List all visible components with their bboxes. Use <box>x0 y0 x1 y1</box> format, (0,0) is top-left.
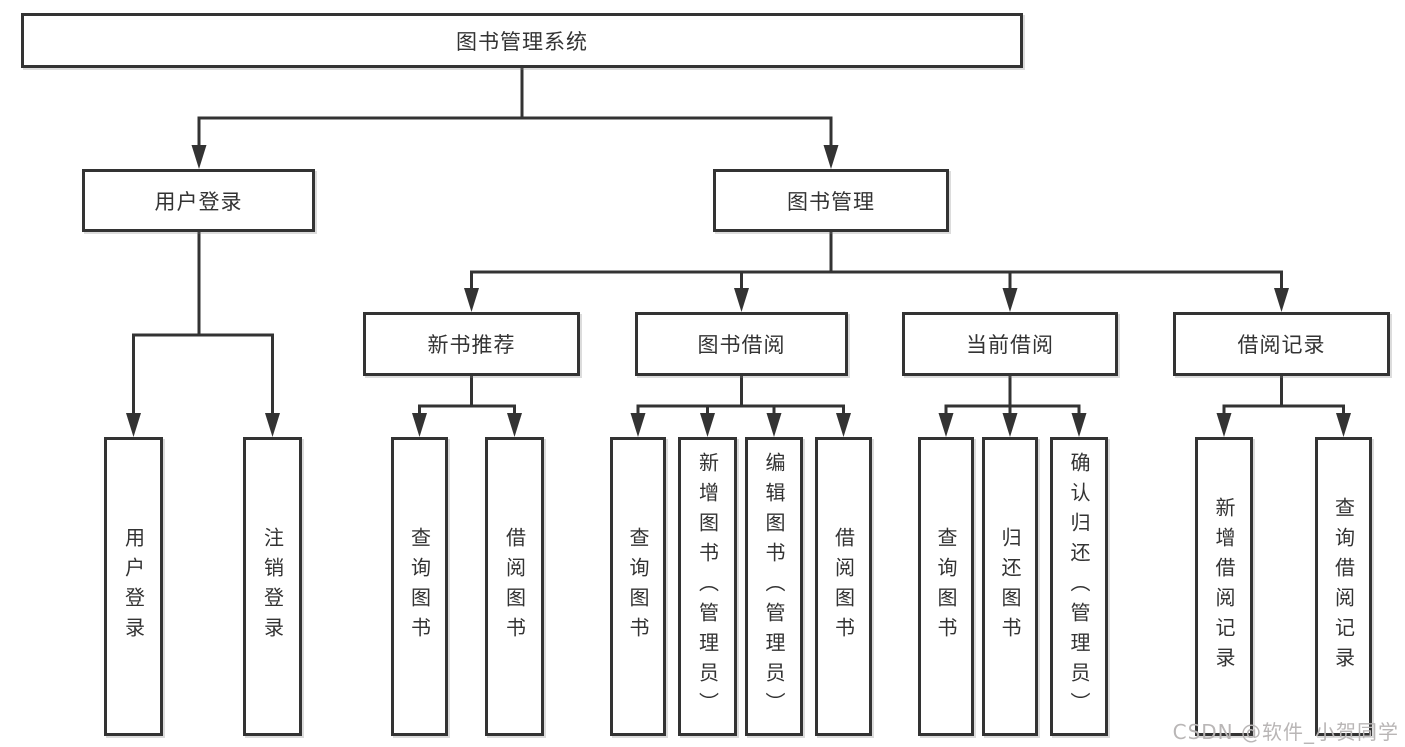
node-new-book-recommend: 新书推荐 <box>363 312 580 376</box>
leaf-query-books-current: 查询图书 <box>918 437 974 736</box>
node-root: 图书管理系统 <box>21 13 1023 68</box>
node-book-management-label: 图书管理 <box>787 189 875 214</box>
leaf-query-books-borrow-label: 查询图书 <box>626 526 650 647</box>
leaf-logout: 注销登录 <box>243 437 302 736</box>
watermark: CSDN @软件_小贺同学 <box>1172 720 1399 744</box>
leaf-add-borrow-record: 新增借阅记录 <box>1195 437 1253 736</box>
leaf-confirm-return-admin: 确认归还（管理员） <box>1050 437 1108 736</box>
leaf-query-books-borrow: 查询图书 <box>610 437 666 736</box>
leaf-edit-book-admin: 编辑图书（管理员） <box>745 437 803 736</box>
arrowheads <box>126 145 1351 437</box>
leaf-return-book-label: 归还图书 <box>998 526 1022 647</box>
leaf-query-borrow-record-label: 查询借阅记录 <box>1331 496 1356 677</box>
leaf-query-books-current-label: 查询图书 <box>934 526 958 647</box>
leaf-borrow-books-recommend-label: 借阅图书 <box>502 526 527 647</box>
node-book-management: 图书管理 <box>713 169 949 232</box>
leaf-user-login: 用户登录 <box>104 437 163 736</box>
node-book-borrow: 图书借阅 <box>635 312 848 376</box>
node-user-login: 用户登录 <box>82 169 315 232</box>
leaf-add-book-admin-label: 新增图书（管理员） <box>695 451 720 722</box>
leaf-add-borrow-record-label: 新增借阅记录 <box>1212 496 1236 677</box>
node-root-label: 图书管理系统 <box>456 29 588 54</box>
leaf-borrow-books-borrow-label: 借阅图书 <box>831 526 856 647</box>
leaf-user-login-label: 用户登录 <box>121 526 146 647</box>
node-new-book-recommend-label: 新书推荐 <box>427 333 516 357</box>
leaf-add-book-admin: 新增图书（管理员） <box>678 437 737 736</box>
node-borrow-records: 借阅记录 <box>1173 312 1390 376</box>
node-current-borrow-label: 当前借阅 <box>966 333 1054 357</box>
leaf-confirm-return-admin-label: 确认归还（管理员） <box>1067 451 1091 722</box>
tree-edges <box>132 65 1345 415</box>
leaf-borrow-books-borrow: 借阅图书 <box>815 437 872 736</box>
node-current-borrow: 当前借阅 <box>902 312 1118 376</box>
leaf-logout-label: 注销登录 <box>260 526 285 647</box>
leaf-edit-book-admin-label: 编辑图书（管理员） <box>762 451 786 722</box>
node-user-login-label: 用户登录 <box>154 189 243 214</box>
leaf-return-book: 归还图书 <box>982 437 1038 736</box>
leaf-query-books-recommend-label: 查询图书 <box>407 526 432 647</box>
leaf-query-borrow-record: 查询借阅记录 <box>1315 437 1372 736</box>
leaf-borrow-books-recommend: 借阅图书 <box>485 437 544 736</box>
node-book-borrow-label: 图书借阅 <box>697 333 786 357</box>
node-borrow-records-label: 借阅记录 <box>1237 333 1326 357</box>
leaf-query-books-recommend: 查询图书 <box>391 437 448 736</box>
